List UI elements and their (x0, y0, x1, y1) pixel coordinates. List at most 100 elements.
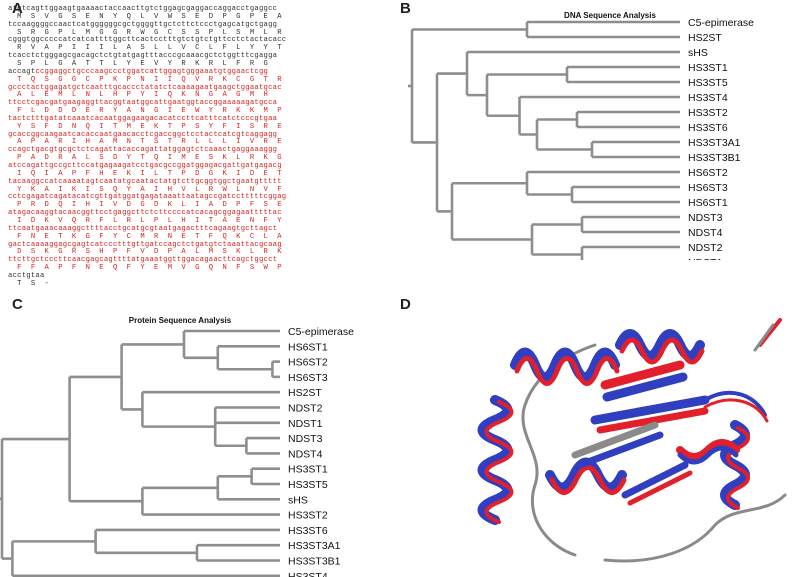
sequence-line: S R G P L M G G R W G C S S P L S M L R (8, 28, 282, 37)
sequence-line: Y S F D N Q I T M E K T P S Y F I S R E (8, 122, 282, 131)
tree-leaf-label: HS3ST3B1 (688, 152, 741, 164)
sequence-line: tacaaggccatcaaaatagtcaatatgcaatactatgtct… (8, 177, 282, 186)
strand-4-blue (621, 461, 689, 499)
tree-leaf-label: HS3ST5 (688, 77, 728, 89)
sequence-line: I D K V Q R F L R L P L H I T A E N F Y (8, 216, 282, 225)
sequence-line: R V A P I I I L A S L L V C L F L Y Y T (8, 44, 282, 53)
sequence-line: P A D R A L S D Y T Q I M E S K L R K G (8, 154, 282, 163)
sequence-line: atagacaaggtacaacggttcctgaggcttctcttcccca… (8, 209, 282, 218)
sequence-line: gccctactggagatgctcaatttgcaccctatatctcaaa… (8, 83, 282, 92)
sequence-line: cgggtggcccccatcatcattttggcttcactcctttgtc… (8, 36, 287, 45)
sequence-line: M S V G S E N Y Q L V W S E D P G P E A (8, 12, 282, 21)
sequence-line: P R D Q I H I V D G D K L I A D P F S E (8, 201, 282, 210)
tree-leaf-label: sHS (288, 494, 308, 506)
tree-leaf-label: NDST2 (288, 403, 323, 415)
tree-leaf-label: HS3ST3A1 (688, 137, 741, 149)
tree-leaf-label: HS3ST6 (288, 525, 328, 537)
tree-leaf-label: HS3ST5 (288, 479, 328, 491)
sequence-line: ttcttgctcccttcaacgagcagttttatgaaatggttgg… (8, 256, 278, 265)
sequence-line: T S - (8, 279, 50, 288)
loop-blue (703, 390, 767, 417)
tree-leaf-label: HS6ST2 (288, 357, 328, 369)
tree-leaf-label: NDST4 (288, 448, 323, 460)
helix-right-red (726, 426, 750, 510)
sequence-line: ttcctcgacgatgaagaggttacggtaatggcattgaatg… (8, 99, 278, 108)
strand-2-blue (590, 395, 710, 425)
sequence-line-part: accagt (8, 67, 36, 76)
sequence-line-part: ccggaggctgcccaagccctggatcattggagtgggaaat… (35, 67, 269, 76)
sequence-line: atgtcagttggaagtgaaaactaccaacttgtctggagcg… (8, 5, 278, 13)
tree-leaf-label: HS6ST1 (688, 197, 728, 209)
tree-leaf-label: C5-epimerase (288, 326, 354, 338)
panel-letter-a: A (12, 0, 23, 17)
tree-leaf-label: HS3ST3A1 (288, 540, 341, 552)
tree-leaf-label: NDST2 (688, 242, 723, 254)
sequence-line: Y K A I K I S Q Y A I H V L R W L N V F (8, 185, 282, 194)
sequence-panel: atgtcagttggaagtgaaaactaccaacttgtctggagcg… (8, 5, 380, 288)
tree-leaf-label: HS2ST (688, 32, 722, 44)
sequence-line: gactcaaaaggagcgagtcatccctttgttgatccagctc… (8, 240, 282, 249)
panel-letter-c: C (12, 296, 23, 313)
tree-leaf-label: HS6ST2 (688, 167, 728, 179)
helix-mid-red (676, 439, 740, 461)
strand-1-red (600, 360, 685, 390)
sequence-line: T Q S G G C P K P N I I Q V R K C G T R (8, 75, 282, 84)
tree-leaf-label: HS6ST3 (688, 182, 728, 194)
panel-letter-d: D (400, 296, 411, 313)
panel-letter-b: B (400, 0, 411, 17)
tree-leaf-label: NDST3 (688, 212, 723, 224)
sequence-line: A P A R I H A M N T S T R L L L I V R E (8, 138, 282, 147)
sequence-line: F F A P F N E Q F Y E M V G Q N F S W P (8, 264, 282, 273)
sequence-line: ccagctgacgtgcgctctcagattacaccagattatggag… (8, 146, 278, 155)
sequence-line: tcacctctgggagcgacagctctgtatgagtttacccgca… (8, 52, 278, 61)
protein-structure-image (477, 318, 787, 563)
sequence-line: accagtccggaggctgcccaagccctggatcattggagtg… (8, 68, 268, 77)
tree-leaf-label: HS3ST2 (288, 510, 328, 522)
helix-left-blue (477, 395, 513, 525)
tree-leaf-label: HS3ST4 (688, 92, 728, 104)
tree-leaf-label: HS3ST6 (688, 122, 728, 134)
helix-bottom-red (549, 465, 627, 495)
tree-leaf-label: HS3ST1 (288, 464, 328, 476)
helix-top-right-red (619, 337, 705, 365)
sequence-line: F L D D D E R Y A N G I E W Y R K K M P (8, 107, 282, 116)
tree-leaf-label: C5-epimerase (688, 17, 754, 29)
tree-leaf-label: sHS (688, 47, 708, 59)
tree-leaf-label: HS3ST1 (688, 62, 728, 74)
protein-tree: Protein Sequence Analysis C5-epimeraseHS… (0, 316, 354, 577)
sequence-line: A L E M L N L H P Y I Q K N G A G M H (8, 91, 269, 100)
tree-leaf-label: NDST1 (688, 257, 723, 260)
tree-leaf-label: HS6ST1 (288, 341, 328, 353)
sequence-line: D S K G R S H P F V D P A L M S K L R K (8, 248, 282, 257)
strand-2-red (596, 407, 709, 434)
strand-1-blue (602, 372, 688, 402)
tree-leaf-label: HS3ST4 (288, 571, 328, 577)
sequence-line: ttcaatgaaacaaaggcttttacctgcatgcgtaatgaga… (8, 224, 278, 233)
helix-top-red (514, 356, 620, 386)
tree-leaf-label: NDST3 (288, 433, 323, 445)
backbone-coil-2 (603, 493, 787, 563)
tree-leaf-label: HS3ST3B1 (288, 556, 341, 568)
dna-tree-title: DNA Sequence Analysis (564, 11, 656, 20)
sequence-line: acctgtaa (8, 271, 45, 280)
tree-leaf-label: HS6ST3 (288, 372, 328, 384)
tree-leaf-label: HS3ST2 (688, 107, 728, 119)
sequence-line: tactctttgatatcaaatcacaatggagaagacacatcct… (8, 114, 278, 123)
sequence-line: gcaccggcaagaatcacaccaatgaacacctcgaccggct… (8, 130, 278, 139)
sequence-line: cctcgagatcagatacatcgttgatggatgagataaatta… (8, 193, 287, 202)
tree-leaf-label: NDST4 (688, 227, 723, 239)
strand-3-blue (576, 431, 664, 469)
tree-leaf-label: NDST1 (288, 418, 323, 430)
sequence-line: tccaaggggccaactcatggggggcgctggggttgctctt… (8, 20, 278, 29)
helix-mid-blue (677, 445, 739, 465)
strand-4-red (627, 470, 693, 506)
strand-3-grey (571, 421, 659, 459)
tail-grey (753, 323, 775, 352)
helix-left-red (484, 400, 514, 524)
loop-red (703, 398, 769, 423)
sequence-line: atccagattgccgcttccatgagaagatcctgacgccgga… (8, 162, 282, 170)
sequence-line: I Q I A P F H E K I L T P D G K I D E T (8, 169, 282, 178)
sequence-line: F N E T K G F Y C M R N E T F Q K C L A (8, 232, 282, 241)
protein-tree-title: Protein Sequence Analysis (129, 316, 232, 325)
